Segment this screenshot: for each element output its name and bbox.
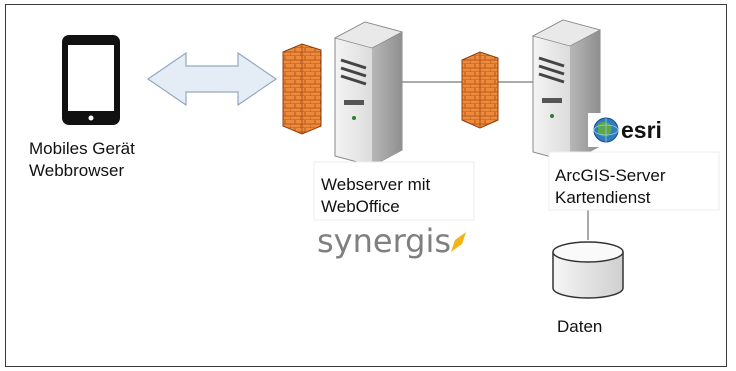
firewall-icon (461, 51, 499, 129)
database-label: Daten (557, 317, 603, 336)
firewall-icon (282, 43, 322, 135)
esri-logo: esri (621, 117, 662, 143)
diagram-frame (5, 4, 727, 367)
arcgis-label-line1: ArcGIS-Server (555, 166, 666, 185)
tablet-icon (62, 35, 120, 125)
globe-icon (593, 117, 619, 143)
device-label-line2: Webbrowser (29, 161, 125, 180)
server-icon (531, 19, 602, 163)
webserver-label-line1: Webserver mit (321, 175, 431, 194)
synergis-logo: synergis (317, 222, 452, 260)
server-icon (333, 21, 404, 167)
synergis-mark-icon (451, 232, 466, 252)
webserver-label-box (313, 161, 475, 221)
arcgis-label-line2: Kartendienst (555, 188, 651, 207)
arcgis-label-box (548, 151, 720, 211)
double-arrow-icon (146, 51, 278, 107)
database-icon (552, 241, 624, 299)
device-label-line1: Mobiles Gerät (29, 139, 135, 158)
webserver-label-line2: WebOffice (321, 197, 400, 216)
